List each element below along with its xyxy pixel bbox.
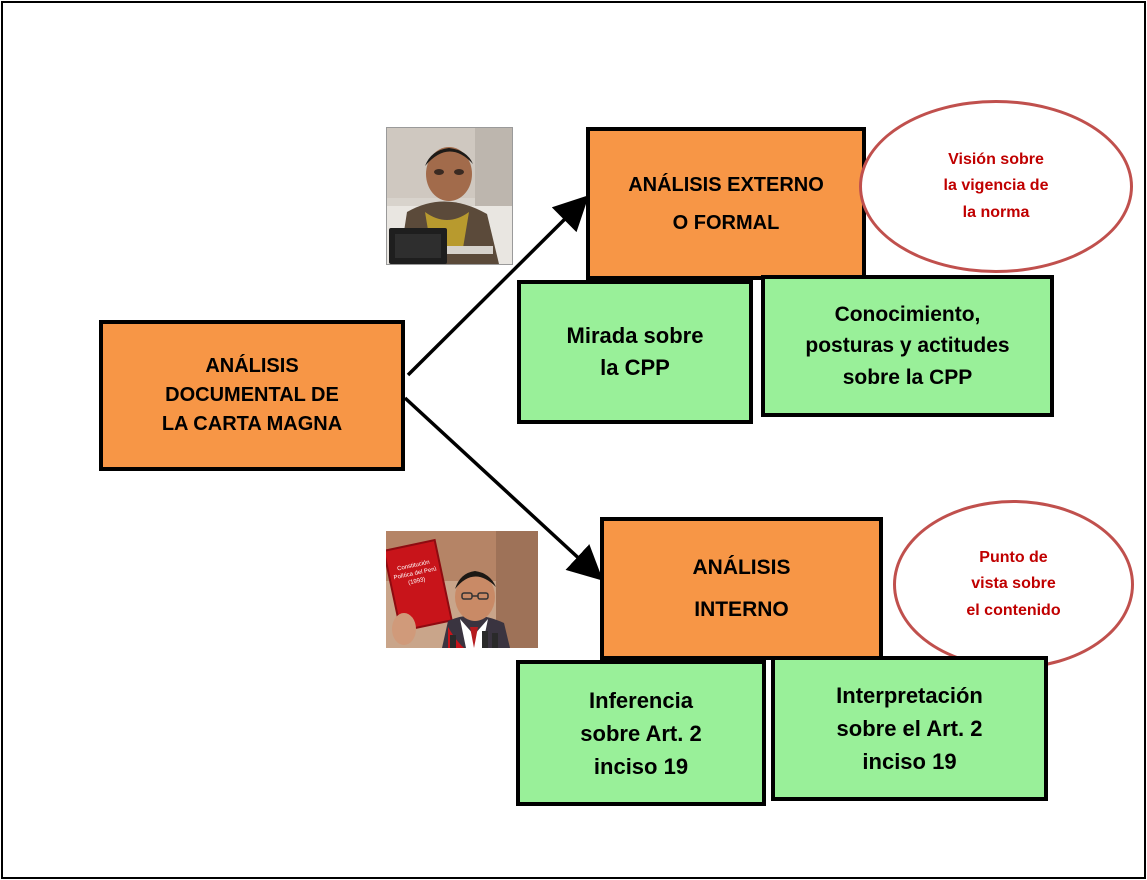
interno-title-line: ANÁLISIS — [692, 555, 791, 579]
interno-child-inferencia: Inferencia sobre Art. 2 inciso 19 — [516, 660, 766, 806]
externo-note: Visión sobre la vigencia de la norma — [859, 100, 1133, 273]
root-line: LA CARTA MAGNA — [161, 413, 343, 435]
child-line: Inferencia — [589, 687, 693, 713]
externo-title-line: O FORMAL — [672, 211, 780, 234]
interno-note-line: vista sobre — [971, 575, 1056, 593]
child-line: sobre el Art. 2 — [836, 716, 983, 741]
child-line: sobre Art. 2 — [580, 720, 702, 746]
child-line: inciso 19 — [862, 749, 957, 774]
child-line: la CPP — [600, 355, 670, 380]
externo-node: ANÁLISIS EXTERNO O FORMAL — [586, 127, 866, 280]
root-line: ANÁLISIS — [205, 355, 299, 377]
interno-title-line: INTERNO — [694, 597, 789, 621]
photo-man-at-laptop — [386, 127, 513, 265]
root-node: ANÁLISIS DOCUMENTAL DE LA CARTA MAGNA — [99, 320, 405, 471]
child-line: Interpretación — [836, 683, 983, 708]
child-line: posturas y actitudes — [805, 334, 1010, 358]
externo-child-conocimiento: Conocimiento, posturas y actitudes sobre… — [761, 275, 1054, 417]
interno-node: ANÁLISIS INTERNO — [600, 517, 883, 660]
arrow-to-interno — [403, 396, 604, 581]
interno-note-line: Punto de — [979, 548, 1048, 566]
child-line: sobre la CPP — [842, 365, 973, 389]
book-cover-line: (1993) — [408, 577, 426, 586]
interno-child-interpretacion: Interpretación sobre el Art. 2 inciso 19 — [771, 656, 1048, 801]
externo-note-line: la norma — [962, 203, 1030, 221]
interno-note-line: el contenido — [966, 601, 1061, 619]
child-line: Mirada sobre — [566, 323, 704, 349]
photo-man-with-constitution: Constitución Política del Perú (1993) — [386, 531, 538, 648]
photo-man-at-laptop-image — [387, 128, 512, 264]
externo-title-line: ANÁLISIS EXTERNO — [628, 173, 824, 196]
photo-man-with-constitution-image: Constitución Política del Perú (1993) — [386, 531, 538, 648]
externo-note-line: la vigencia de — [943, 177, 1049, 195]
externo-child-mirada: Mirada sobre la CPP — [517, 280, 753, 424]
child-line: Conocimiento, — [834, 302, 981, 326]
externo-note-line: Visión sobre — [948, 150, 1044, 168]
interno-note: Punto de vista sobre el contenido — [893, 500, 1134, 669]
arrow-to-externo — [406, 195, 589, 377]
root-line: DOCUMENTAL DE — [165, 384, 339, 406]
child-line: inciso 19 — [593, 753, 689, 779]
